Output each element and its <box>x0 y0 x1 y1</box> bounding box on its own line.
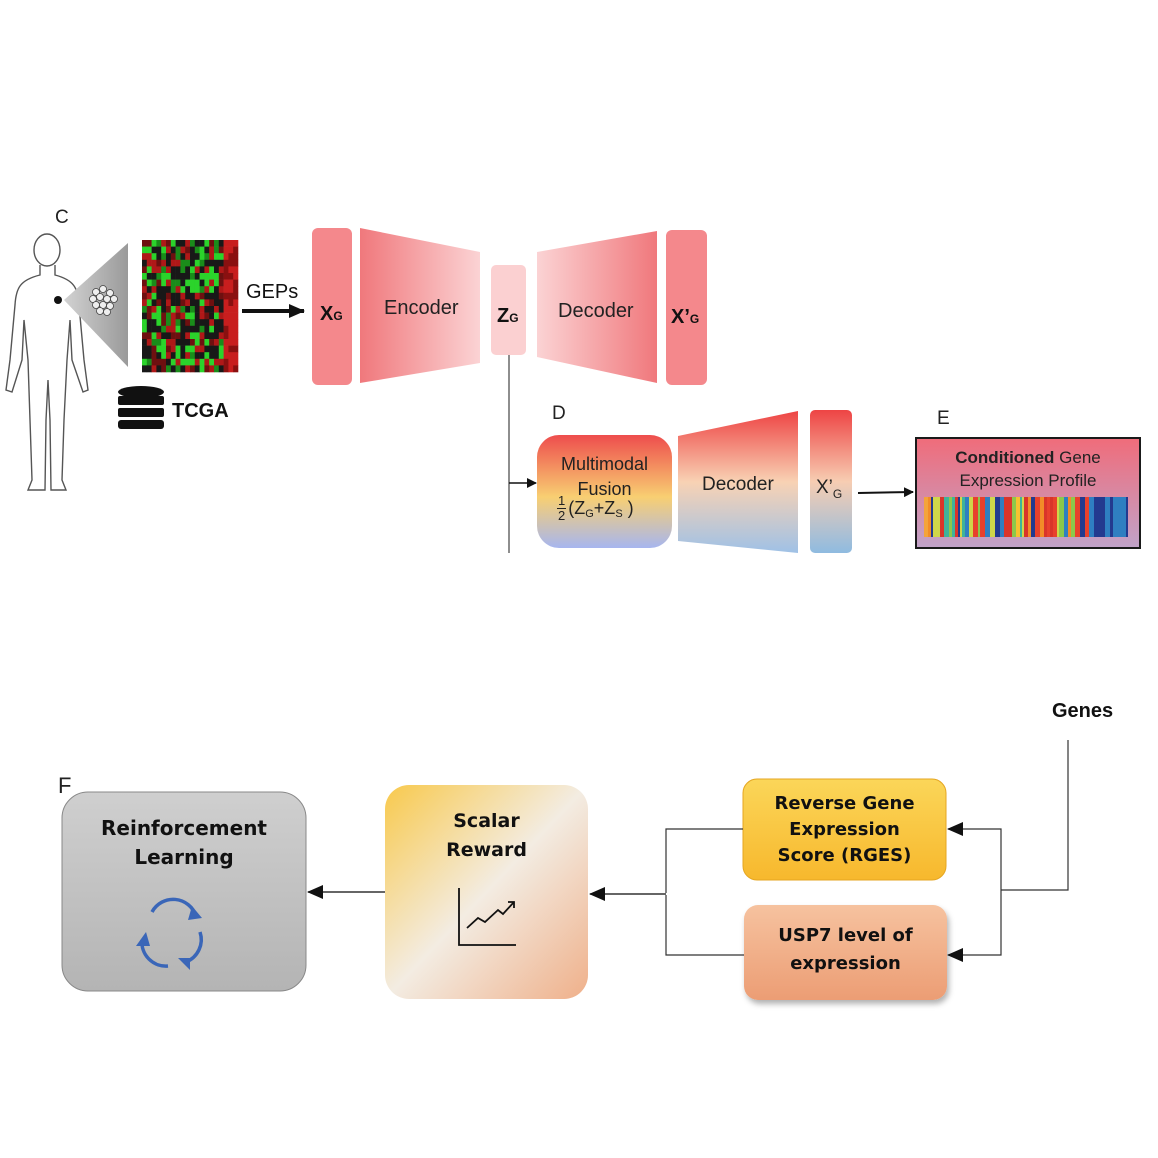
profile-label: Conditioned Gene Expression Profile <box>955 448 1101 490</box>
conditioned-output-block <box>810 410 852 553</box>
genes-to-rges-arrow <box>947 822 1002 890</box>
heatmap <box>142 240 239 373</box>
fusion-label: Multimodal Fusion <box>537 452 672 502</box>
encoder-label: Encoder <box>384 297 459 319</box>
panel-label-e: E <box>937 408 950 429</box>
output-xg-block <box>666 230 707 385</box>
panel-label-f: F <box>58 773 72 798</box>
usp7-to-reward-line <box>665 895 744 956</box>
fusion-line-1: Multimodal <box>560 454 649 474</box>
profile-arrow <box>857 487 914 498</box>
rl-label: Reinforcement Learning <box>101 816 267 869</box>
rges-to-reward-line <box>665 828 743 893</box>
database-icon <box>118 386 164 429</box>
expression-barcode <box>924 497 1128 537</box>
rl-block <box>61 791 307 992</box>
genes-label: Genes <box>1052 700 1114 722</box>
panel-label-d: D <box>552 403 566 424</box>
trend-chart-icon <box>458 888 516 946</box>
conditioned-decoder-block <box>678 411 798 553</box>
input-xg-block <box>312 228 352 385</box>
usp7-block <box>744 905 947 1000</box>
fusion-block <box>537 435 672 548</box>
decoder-block <box>537 231 657 383</box>
encoder-block <box>360 228 480 383</box>
input-var-label: XG <box>320 303 343 325</box>
rges-label: Reverse Gene Expression Score (RGES) <box>774 792 915 866</box>
genes-to-usp7-arrow <box>947 890 1002 962</box>
conditioned-output-label: X’G <box>816 477 843 501</box>
decoder-label: Decoder <box>558 300 634 322</box>
reward-label: Scalar Reward <box>446 810 527 861</box>
usp7-label: USP7 level of expression <box>778 925 913 974</box>
output-var-label: X’G <box>671 306 700 328</box>
latent-var-label: ZG <box>497 305 519 327</box>
cycle-arrows-icon <box>136 897 203 970</box>
conditioned-decoder-label: Decoder <box>702 474 774 495</box>
human-silhouette-icon <box>5 233 89 491</box>
reward-block <box>385 785 588 999</box>
tumor-cells-icon <box>64 243 128 367</box>
database-label: TCGA <box>172 400 229 422</box>
genes-line <box>1001 740 1069 891</box>
fusion-line-2: Fusion <box>577 479 632 499</box>
geps-label: GEPs <box>246 281 299 303</box>
panel-label-c: C <box>55 207 69 228</box>
latent-zg-block <box>491 265 526 355</box>
